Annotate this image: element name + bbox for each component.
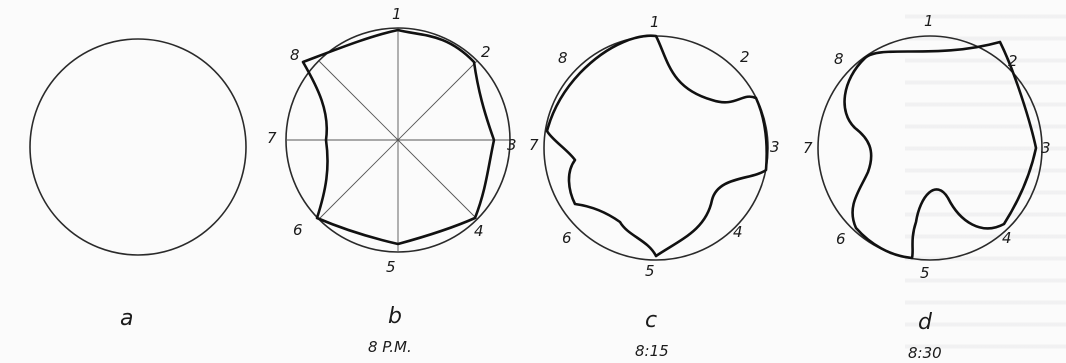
figure-d-time: 8:30 bbox=[908, 344, 942, 362]
figure-b-label-8: 8 bbox=[290, 46, 300, 64]
figure-b-label-1: 1 bbox=[392, 5, 402, 23]
figure-b-label-7: 7 bbox=[267, 129, 277, 147]
figure-c-label-1: 1 bbox=[650, 13, 660, 31]
figure-c-label-8: 8 bbox=[558, 49, 568, 67]
figure-c-letter: c bbox=[645, 308, 657, 333]
figure-c-label-5: 5 bbox=[645, 262, 655, 280]
figure-c-label-6: 6 bbox=[562, 229, 572, 247]
figure-a: a bbox=[30, 39, 246, 331]
figure-b-label-6: 6 bbox=[293, 221, 303, 239]
figure-c-label-4: 4 bbox=[733, 223, 743, 241]
figure-d-label-5: 5 bbox=[920, 264, 930, 282]
figure-b-label-4: 4 bbox=[474, 222, 484, 240]
figure-b-label-3: 3 bbox=[507, 136, 517, 154]
figure-c: 1 2 3 4 5 6 7 8 c 8:15 bbox=[529, 13, 780, 360]
figure-c-label-3: 3 bbox=[770, 138, 780, 156]
figure-d-label-8: 8 bbox=[834, 50, 844, 68]
figure-d-section-outline bbox=[845, 42, 1036, 258]
figure-a-circle bbox=[30, 39, 246, 255]
figure-d-letter: d bbox=[918, 310, 933, 335]
figure-d-label-3: 3 bbox=[1041, 139, 1051, 157]
figure-a-letter: a bbox=[120, 306, 133, 331]
figure-c-time: 8:15 bbox=[635, 342, 669, 360]
figure-b-time: 8 P.M. bbox=[368, 338, 412, 356]
figure-b-label-5: 5 bbox=[386, 258, 396, 276]
figure-d: 1 2 3 4 5 6 7 8 d 8:30 bbox=[803, 12, 1051, 362]
figure-c-label-7: 7 bbox=[529, 136, 539, 154]
figure-d-label-6: 6 bbox=[836, 230, 846, 248]
figure-d-label-4: 4 bbox=[1002, 229, 1012, 247]
figure-b-label-2: 2 bbox=[481, 43, 491, 61]
figure-d-label-7: 7 bbox=[803, 139, 813, 157]
figure-b: 1 2 3 4 5 6 7 8 b 8 P.M. bbox=[267, 5, 517, 356]
figure-d-label-1: 1 bbox=[924, 12, 934, 30]
figure-d-label-2: 2 bbox=[1008, 52, 1018, 70]
figure-c-label-2: 2 bbox=[740, 48, 750, 66]
figure-b-section-outline bbox=[303, 30, 494, 244]
figure-b-letter: b bbox=[388, 304, 402, 329]
